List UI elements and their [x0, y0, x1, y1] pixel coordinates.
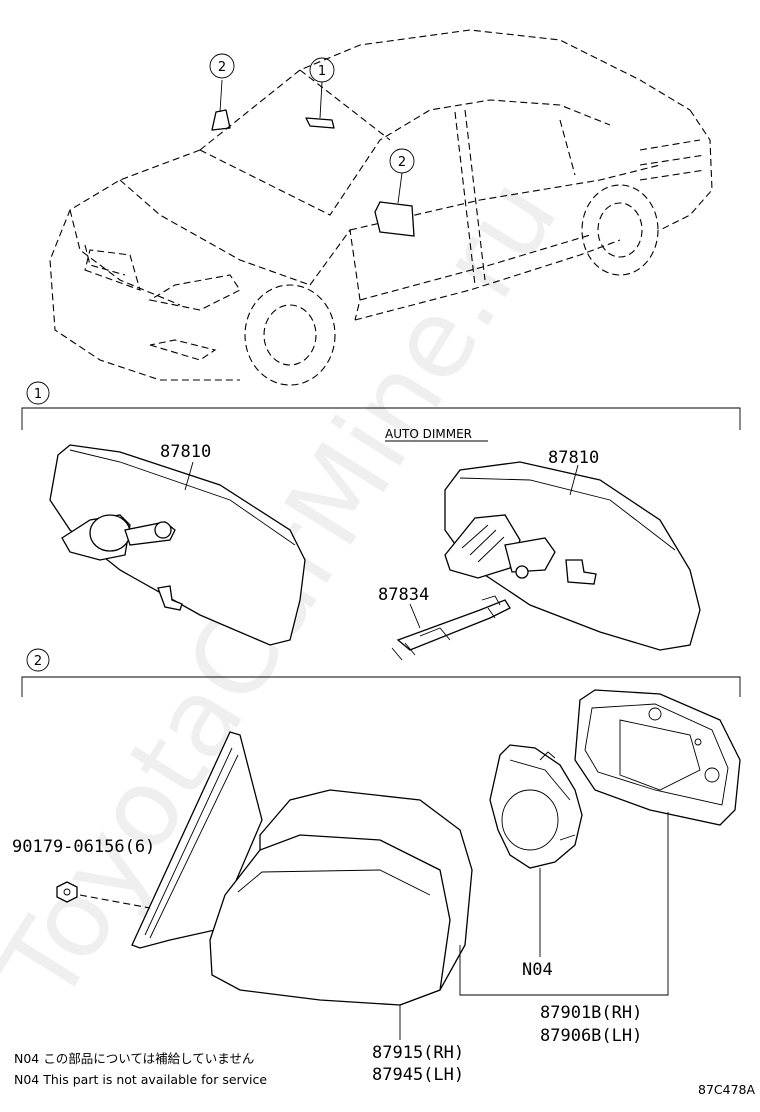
callout-1-top: 1 — [309, 57, 335, 83]
callout-2-top-left: 2 — [209, 53, 235, 79]
svg-text:1: 1 — [34, 387, 42, 402]
part-87945-lh: 87945(LH) — [372, 1065, 464, 1085]
svg-text:2: 2 — [34, 654, 42, 669]
part-87834: 87834 — [378, 585, 429, 605]
mirror-glass — [574, 689, 741, 826]
auto-dimmer-label: AUTO DIMMER — [385, 427, 472, 441]
svg-text:1: 1 — [318, 64, 326, 79]
part-87915-rh: 87915(RH) — [372, 1043, 464, 1063]
part-90179-06156: 90179-06156(6) — [12, 837, 155, 857]
diagram-code: 87C478A — [698, 1082, 755, 1097]
part-87901b-rh: 87901B(RH) — [540, 1003, 642, 1023]
car-illustration: 2 1 2 — [49, 29, 713, 386]
note-japanese: N04 この部品については補給していません — [14, 1051, 254, 1066]
inner-mirror-auto-dimmer — [444, 461, 701, 651]
section-2: 2 90179-06156(6) — [12, 648, 741, 1085]
part-87810-left: 87810 — [160, 442, 211, 462]
nut-part — [56, 881, 78, 903]
part-87810-right: 87810 — [548, 448, 599, 468]
part-87906b-lh: 87906B(LH) — [540, 1026, 642, 1046]
note-english: N04 This part is not available for servi… — [14, 1072, 267, 1087]
wire-harness — [391, 595, 511, 661]
section-1-marker: 1 — [26, 381, 50, 405]
section-2-marker: 2 — [26, 648, 50, 672]
inner-mirror-standard — [49, 444, 306, 646]
part-n04: N04 — [522, 960, 553, 980]
callout-2-side-mirror: 2 — [389, 148, 415, 174]
svg-text:2: 2 — [218, 60, 226, 75]
section-1: 1 AUTO DIMMER 87810 — [21, 381, 741, 661]
outer-mirror-housing — [209, 789, 473, 1006]
mirror-actuator — [489, 744, 583, 869]
svg-text:2: 2 — [398, 155, 406, 170]
